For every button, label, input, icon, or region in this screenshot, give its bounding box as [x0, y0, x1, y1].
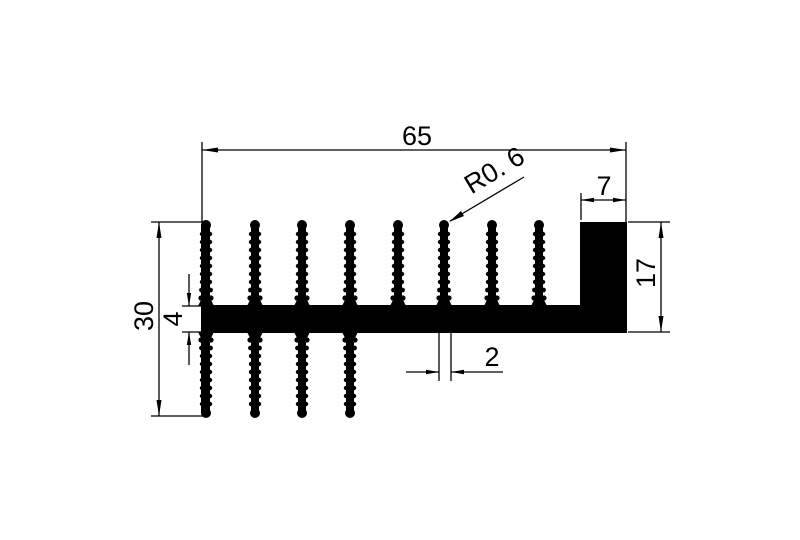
- arrow-left-icon: [202, 147, 218, 153]
- fin-top-8: [531, 220, 547, 306]
- fin-top-2: [247, 220, 263, 306]
- dimension-fin-thickness: 2: [406, 333, 503, 381]
- dimension-overall-height: 30: [129, 221, 203, 417]
- arrow-left-icon: [451, 369, 464, 375]
- dimension-label-65: 65: [402, 121, 432, 151]
- dimension-block-height: 17: [628, 221, 670, 333]
- fin-top-3: [294, 220, 310, 306]
- fin-top-6: [436, 220, 452, 306]
- arrow-right-icon: [610, 147, 626, 153]
- dimension-fin-radius: R0. 6: [449, 141, 530, 222]
- upper-fins: [198, 220, 547, 306]
- arrow-down-icon: [156, 400, 162, 416]
- dimension-label-17: 17: [631, 258, 661, 288]
- fin-bottom-3: [294, 332, 310, 418]
- end-block: [580, 222, 627, 333]
- arrow-up-icon: [658, 222, 664, 238]
- fin-top-4: [342, 220, 358, 306]
- lower-fins: [198, 332, 358, 418]
- fin-bottom-4: [342, 332, 358, 418]
- dimension-base-thickness: 4: [158, 274, 202, 365]
- fin-top-5: [390, 220, 406, 306]
- arrow-down-icon: [658, 316, 664, 332]
- dimension-block-width: 7: [580, 171, 626, 220]
- dimension-label-30: 30: [129, 301, 159, 331]
- arrow-up-icon: [186, 332, 192, 345]
- arrow-down-icon: [186, 293, 192, 306]
- arrow-right-icon: [613, 197, 626, 203]
- leader-arrow-icon: [449, 211, 464, 222]
- base-plate: [202, 305, 627, 333]
- left-wall: [201, 225, 206, 413]
- arrow-left-icon: [581, 197, 594, 203]
- dimension-label-7: 7: [596, 171, 611, 201]
- arrow-up-icon: [156, 222, 162, 238]
- heat-sink-profile: [198, 220, 627, 418]
- fin-top-7: [484, 220, 500, 306]
- dimension-label-2: 2: [484, 342, 499, 372]
- dimension-overall-width: 65: [201, 121, 627, 222]
- dimension-label-4: 4: [158, 311, 188, 326]
- fin-bottom-2: [247, 332, 263, 418]
- arrow-right-icon: [426, 369, 439, 375]
